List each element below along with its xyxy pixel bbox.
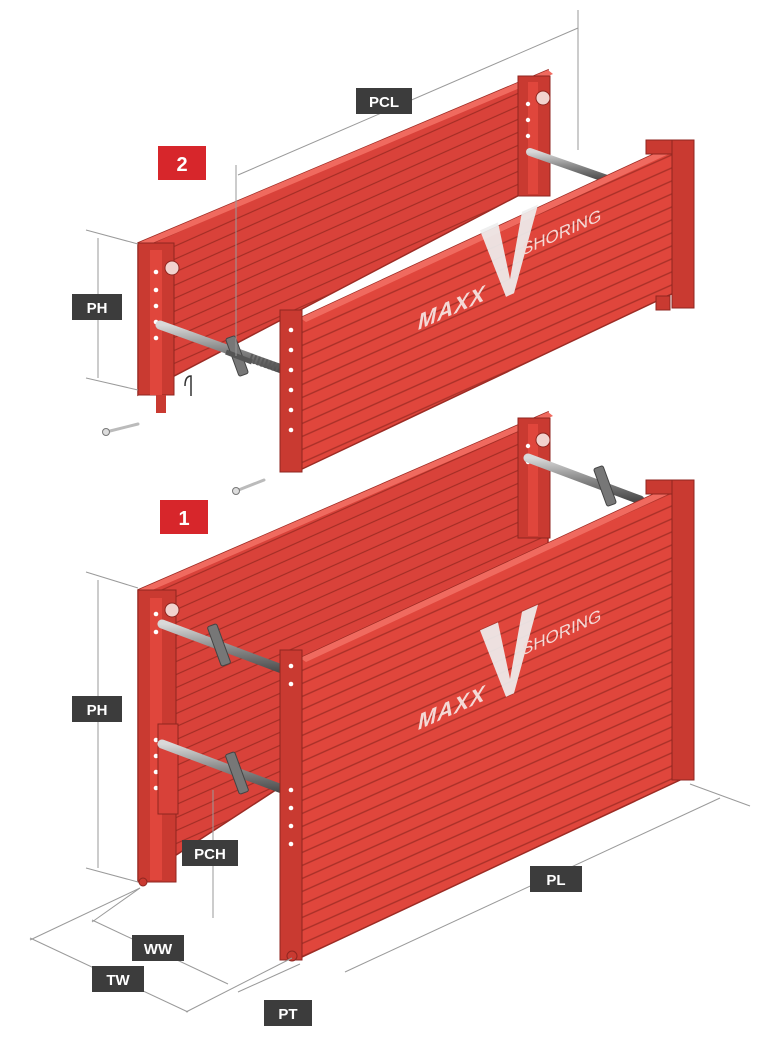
- label-pt: PT: [264, 1000, 312, 1026]
- svg-text:PH: PH: [87, 702, 108, 719]
- pin-icon: [102, 422, 140, 436]
- pin-icon: [232, 478, 266, 495]
- spreader-rod-rear-lower: [523, 453, 645, 505]
- assembly-upper: MAXX SHORING: [102, 68, 695, 495]
- assembly-lower: MAXX SHORING: [137, 410, 695, 962]
- label-ww: WW: [132, 935, 184, 961]
- front-post-left-lower: [279, 649, 303, 961]
- label-tw: TW: [92, 966, 144, 992]
- svg-text:PL: PL: [546, 872, 565, 889]
- label-ph-upper: PH: [72, 294, 122, 320]
- spreader-rod-rear-upper: [526, 148, 614, 184]
- svg-text:PT: PT: [278, 1006, 297, 1023]
- spreader-rod-front-upper: [155, 320, 295, 377]
- svg-text:PH: PH: [87, 300, 108, 317]
- label-ph-lower: PH: [72, 696, 122, 722]
- label-pch: PCH: [182, 840, 238, 866]
- svg-text:WW: WW: [144, 941, 173, 958]
- front-post-right-lower: [671, 479, 695, 781]
- svg-text:PCL: PCL: [369, 94, 399, 111]
- svg-text:TW: TW: [106, 972, 130, 989]
- spreader-rod-bottom-lower: [157, 739, 295, 797]
- label-pcl: PCL: [356, 88, 412, 114]
- svg-text:PCH: PCH: [194, 846, 226, 863]
- step-badge-1: 1: [160, 500, 208, 534]
- step-number-2: 2: [176, 154, 187, 176]
- spreader-rod-top-lower: [157, 619, 295, 677]
- label-pl: PL: [530, 866, 582, 892]
- step-badge-2: 2: [158, 146, 206, 180]
- front-post-right-upper: [671, 139, 695, 309]
- step-number-1: 1: [178, 508, 189, 530]
